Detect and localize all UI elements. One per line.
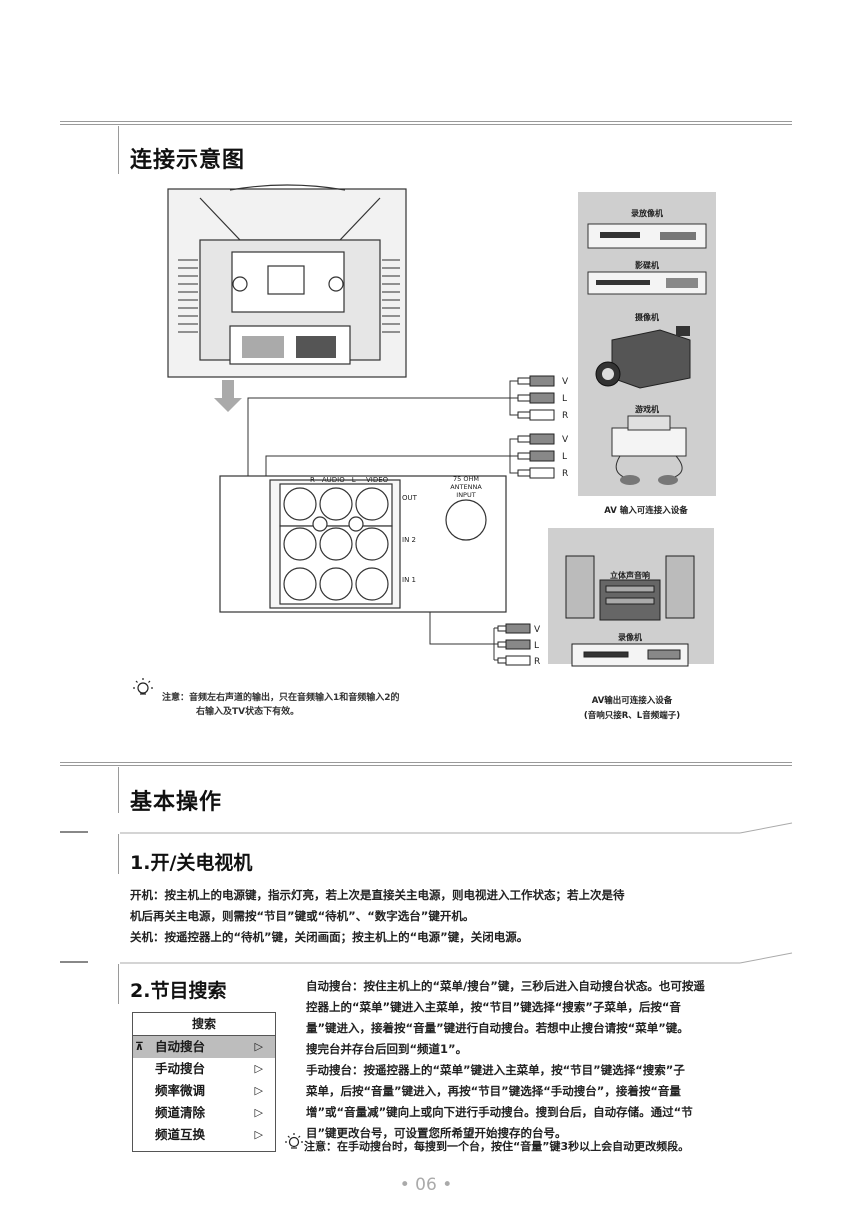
menu-item-label: 手动搜台	[155, 1061, 206, 1076]
sub2-divider	[60, 952, 793, 964]
panel-label-antenna-3: INPUT	[456, 491, 475, 499]
arrow-right-icon: ▷	[254, 1128, 263, 1141]
section-title-basic: 基本操作	[130, 790, 223, 815]
sub1-divider	[60, 822, 793, 834]
panel-label-video: VIDEO	[366, 476, 389, 484]
device-label-stereo: 立体声音响	[610, 570, 650, 580]
menu-item-manual-search[interactable]: 手动搜台 ▷	[133, 1058, 275, 1080]
sub1-line2: 机后再关主电源，则需按“节目”键或“待机”、“数字选台”键开机。	[130, 909, 475, 923]
device-label-camcorder: 摄像机	[635, 312, 659, 322]
section2-marker-line	[118, 767, 119, 813]
sub2-line-2: 量”键进入，接着按“音量”键进行自动搜台。若想中止搜台请按“菜单”键。	[306, 1021, 689, 1035]
sub1-title: 1.开/关电视机	[130, 852, 253, 874]
menu-item-label: 频率微调	[155, 1083, 206, 1098]
lightbulb-icon	[133, 678, 153, 695]
sub2-line-6: 增”或“音量减”键向上或向下进行手动搜台。搜到台后，自动存储。通过“节	[306, 1105, 693, 1119]
sub2-line-1: 控器上的“菜单”键进入主菜单，按“节目”键选择“搜索”子菜单，后按“音	[306, 1000, 681, 1014]
plug-label-v2: V	[562, 435, 569, 445]
menu-item-label: 频道互换	[155, 1127, 206, 1142]
search-menu: 搜索 ⊼ 自动搜台 ▷ 手动搜台 ▷ 频率微调 ▷ 频道清除 ▷ 频道互换 ▷	[132, 1012, 276, 1152]
lightbulb-icon	[285, 1133, 303, 1149]
av-jack-panel	[219, 475, 507, 613]
stereo-system-icon	[565, 555, 695, 621]
plug-label-v1: V	[562, 377, 569, 387]
device-label-vcr: 录放像机	[631, 208, 663, 218]
top-rule	[60, 121, 792, 122]
device-label-vcr-out: 录像机	[618, 632, 642, 642]
sub2-line-5: 菜单，后按“音量”键进入，再按“节目”键选择“手动搜台”，接着按“音量	[306, 1084, 681, 1098]
arrow-right-icon: ▷	[254, 1062, 263, 1075]
section2-rule-2	[60, 765, 792, 766]
plug-label-l2: L	[562, 452, 567, 462]
camcorder-icon	[595, 326, 691, 389]
plug-label-v3: V	[534, 625, 541, 635]
connection-diagram: 录放像机 影碟机 摄像机 游戏机 V L R V L R R	[133, 184, 716, 695]
panel-label-out: OUT	[402, 494, 418, 502]
top-rule-2	[60, 124, 792, 125]
down-arrow-icon	[214, 380, 242, 412]
panel-label-antenna-1: 75 OHM	[453, 475, 479, 483]
sub1-line3: 关机：按遥控器上的“待机”键，关闭画面；按主机上的“电源”键，关闭电源。	[130, 930, 529, 944]
search-menu-title: 搜索	[133, 1013, 275, 1036]
plug-group-out	[497, 623, 531, 666]
connection-note-line2: 右输入及TV状态下有效。	[196, 707, 300, 717]
menu-item-fine-tune[interactable]: 频率微调 ▷	[133, 1080, 275, 1102]
sub1-line1: 开机：按主机上的电源键，指示灯亮，若上次是直接关主电源，则电视进入工作状态；若上…	[130, 888, 625, 902]
plug-label-r1: R	[562, 411, 568, 421]
sub2-marker-line	[118, 964, 119, 1004]
av-input-caption: AV 输入可连接入设备	[604, 506, 688, 516]
device-label-dvd: 影碟机	[635, 260, 659, 270]
game-console-icon	[611, 415, 687, 485]
arrow-right-icon: ▷	[254, 1084, 263, 1097]
menu-item-label: 自动搜台	[155, 1039, 206, 1054]
menu-item-channel-swap[interactable]: 频道互换 ▷	[133, 1124, 275, 1146]
menu-item-label: 频道清除	[155, 1105, 206, 1120]
vcr-output-icon	[571, 643, 689, 667]
title-marker-line	[118, 126, 119, 174]
plug-label-r3: R	[534, 657, 540, 667]
sub2-title: 2.节目搜索	[130, 980, 227, 1002]
dvd-player-icon	[587, 271, 707, 295]
av-output-caption-1: AV输出可连接入设备	[591, 696, 673, 706]
vcr-icon	[587, 223, 707, 249]
sub1-marker-line	[118, 834, 119, 874]
menu-item-auto-search[interactable]: ⊼ 自动搜台 ▷	[133, 1036, 275, 1058]
panel-label-in1: IN 1	[402, 576, 416, 584]
section-title-connection: 连接示意图	[130, 148, 246, 173]
panel-label-antenna-2: ANTENNA	[450, 483, 482, 491]
tv-back-illustration	[167, 184, 407, 378]
manual-search-note: 注意：在手动搜台时，每搜到一个台，按住“音量”键3秒以上会自动更改频段。	[304, 1140, 690, 1153]
sub2-line-3: 搜完台并存台后回到“频道1”。	[306, 1042, 468, 1056]
sub2-line-0: 自动搜台：按住主机上的“菜单/搜台”键，三秒后进入自动搜台状态。也可按遥	[306, 979, 705, 993]
panel-label-audio: R—AUDIO—L	[310, 476, 356, 484]
plug-label-l1: L	[562, 394, 567, 404]
device-label-game: 游戏机	[635, 404, 659, 414]
av-output-caption-2: (音响只接R、L音频端子)	[583, 711, 681, 721]
section2-rule	[60, 762, 792, 763]
selection-marker-icon: ⊼	[135, 1040, 144, 1053]
page-number: • 06 •	[399, 1175, 453, 1195]
sub2-line-4: 手动搜台：按遥控器上的“菜单”键进入主菜单，按“节目”键选择“搜索”子	[306, 1063, 685, 1077]
plug-label-l3: L	[534, 641, 539, 651]
connection-note-line1: 注意：音频左右声道的输出，只在音频输入1和音频输入2的	[162, 693, 400, 703]
panel-label-in2: IN 2	[402, 536, 416, 544]
sub2-line-7: 目”键更改台号，可设置您所希望开始搜存的台号。	[306, 1126, 567, 1140]
arrow-right-icon: ▷	[254, 1106, 263, 1119]
menu-item-channel-clear[interactable]: 频道清除 ▷	[133, 1102, 275, 1124]
arrow-right-icon: ▷	[254, 1040, 263, 1053]
plug-label-r2: R	[562, 469, 568, 479]
plug-group-in1	[517, 375, 555, 479]
